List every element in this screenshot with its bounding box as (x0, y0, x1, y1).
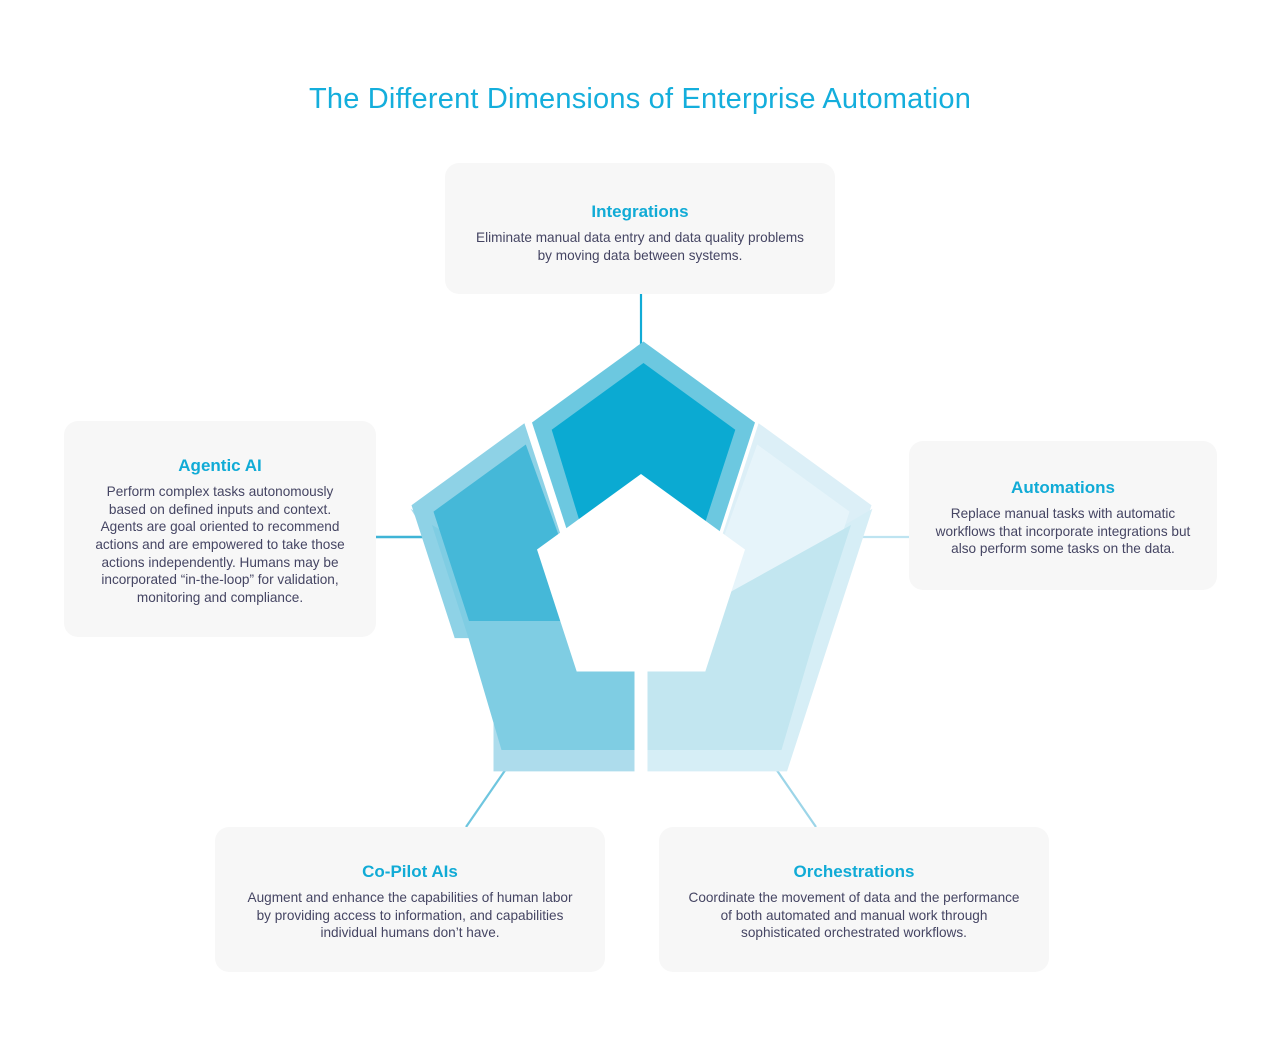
card-agentic-ai-body: Perform complex tasks autonomously based… (95, 484, 345, 606)
page-title: The Different Dimensions of Enterprise A… (308, 83, 972, 116)
segment-core-agentic-ai (433, 444, 580, 621)
card-integrations-body: Eliminate manual data entry and data qua… (476, 230, 804, 263)
card-orchestrations[interactable]: Orchestrations Coordinate the movement o… (659, 827, 1049, 973)
card-automations-body: Replace manual tasks with automatic work… (935, 506, 1191, 557)
card-integrations[interactable]: Integrations Eliminate manual data entry… (445, 163, 835, 295)
connector-line-copilot-ais (465, 768, 507, 828)
card-copilot-ais-body: Augment and enhance the capabilities of … (247, 890, 573, 941)
card-orchestrations-body: Coordinate the movement of data and the … (688, 890, 1020, 941)
card-automations-title: Automations (1011, 478, 1115, 497)
card-agentic-ai[interactable]: Agentic AI Perform complex tasks autonom… (64, 421, 376, 637)
connector-line-orchestrations (775, 768, 817, 828)
card-orchestrations-title: Orchestrations (793, 862, 915, 881)
pentagon-inner-hole (537, 474, 745, 672)
segment-core-orchestrations (647, 525, 851, 750)
card-automations[interactable]: Automations Replace manual tasks with au… (909, 441, 1217, 591)
card-integrations-title: Integrations (591, 202, 689, 221)
card-copilot-ais-title: Co-Pilot AIs (362, 862, 458, 881)
card-copilot-ais[interactable]: Co-Pilot AIs Augment and enhance the cap… (215, 827, 605, 973)
segment-core-integrations (551, 363, 736, 539)
pentagon-segment-cores (432, 363, 851, 750)
card-agentic-ai-title: Agentic AI (178, 456, 262, 475)
